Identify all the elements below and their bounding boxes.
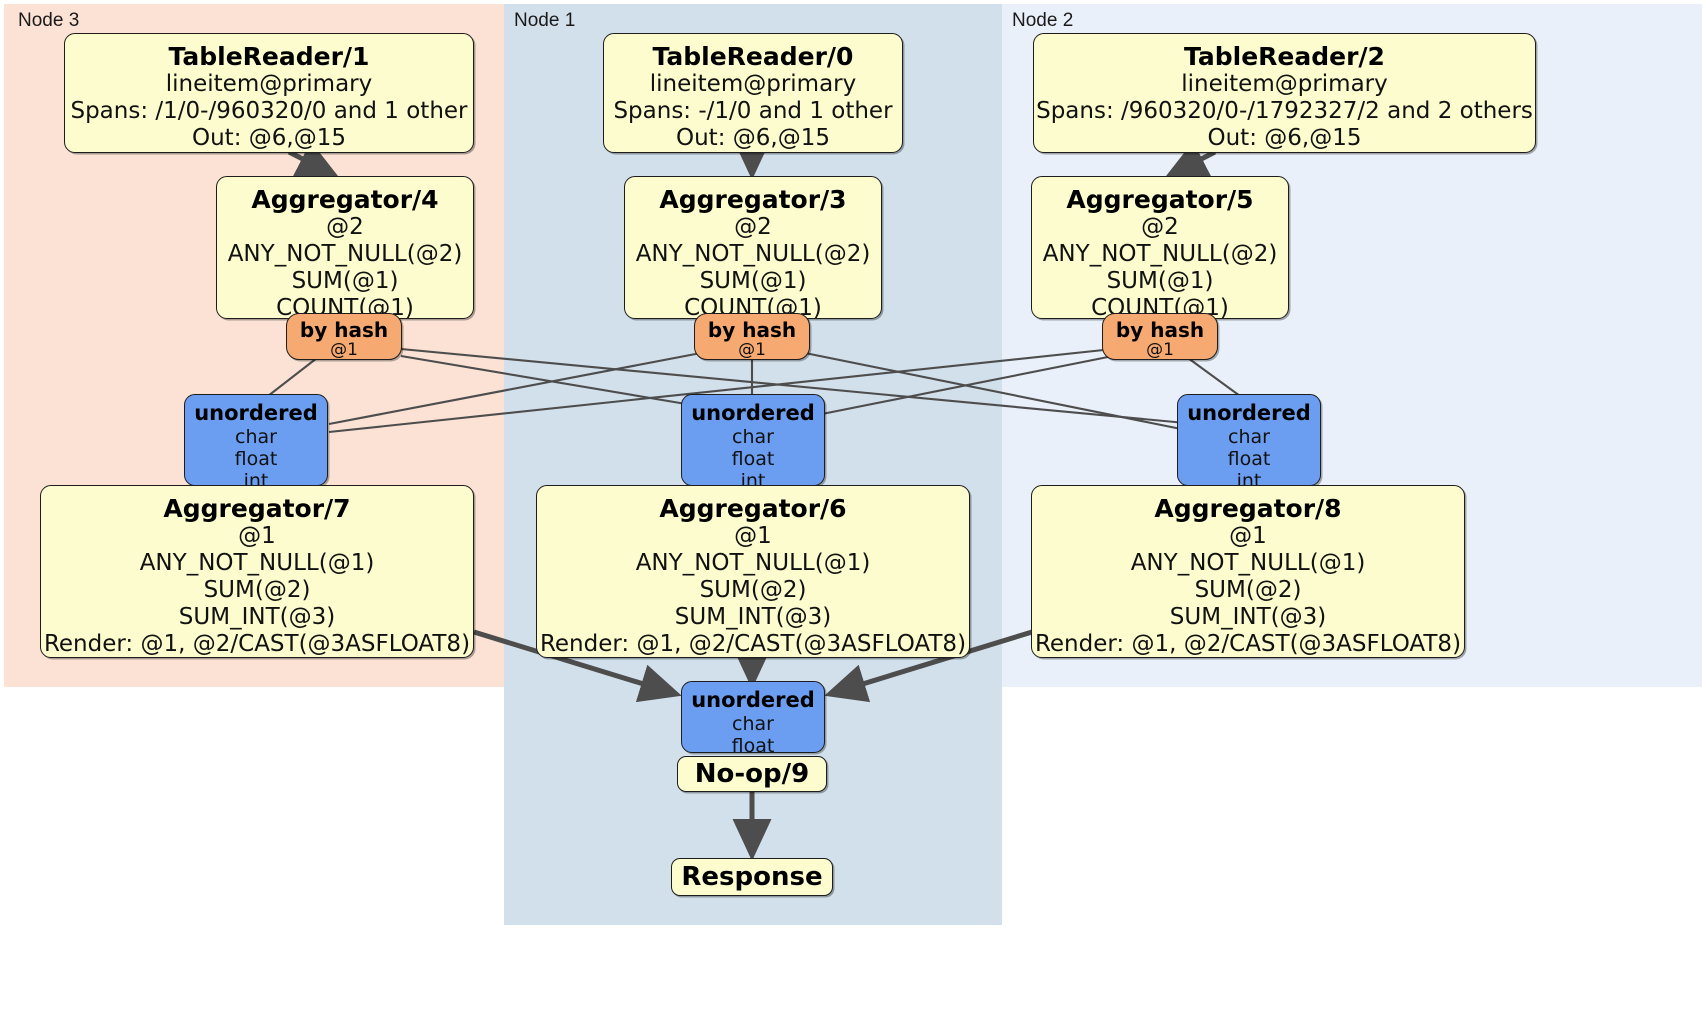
processor-detail: Render: @1, @2/CAST(@3ASFLOAT8): [1034, 630, 1462, 657]
processor-table-reader-0[interactable]: TableReader/0 lineitem@primary Spans: -/…: [603, 33, 903, 153]
processor-detail: SUM(@2): [203, 576, 311, 603]
processor-detail: SUM(@2): [1194, 576, 1302, 603]
processor-title: TableReader/1: [168, 42, 370, 71]
receiver-unordered-final[interactable]: unordered char float: [681, 681, 825, 757]
processor-detail: Out: @6,@15: [676, 124, 830, 151]
receiver-title: unordered: [691, 688, 815, 712]
edge-hashleft-to-unordered-right: [400, 347, 1197, 426]
processor-detail: @1: [734, 523, 772, 549]
processor-detail: Spans: /1/0-/960320/0 and 1 other: [70, 97, 468, 124]
receiver-detail: char: [732, 712, 774, 735]
router-by-hash-right[interactable]: by hash @1: [1102, 313, 1218, 360]
processor-title: TableReader/2: [1184, 42, 1385, 71]
processor-detail: Render: @1, @2/CAST(@3ASFLOAT8): [539, 630, 967, 657]
processor-detail: @2: [1141, 214, 1179, 240]
processor-detail: SUM_INT(@3): [178, 603, 336, 630]
edge-hashcenter-to-unordered-right: [799, 350, 1197, 434]
router-by-hash-left[interactable]: by hash @1: [286, 313, 402, 360]
processor-title: Aggregator/8: [1154, 494, 1342, 523]
processor-title: No-op/9: [694, 759, 810, 789]
node-panel-label-node2: Node 2: [1012, 10, 1074, 31]
processor-detail: lineitem@primary: [649, 71, 857, 97]
processor-aggregator-6[interactable]: Aggregator/6 @1 ANY_NOT_NULL(@1) SUM(@2)…: [536, 485, 970, 658]
processor-aggregator-7[interactable]: Aggregator/7 @1 ANY_NOT_NULL(@1) SUM(@2)…: [40, 485, 474, 658]
processor-aggregator-4[interactable]: Aggregator/4 @2 ANY_NOT_NULL(@2) SUM(@1)…: [216, 176, 474, 321]
processor-detail: SUM_INT(@3): [674, 603, 832, 630]
router-title: by hash: [299, 318, 389, 342]
processor-response[interactable]: Response: [671, 858, 833, 896]
processor-detail: @1: [1229, 523, 1267, 549]
processor-detail: Spans: -/1/0 and 1 other: [613, 97, 893, 124]
receiver-title: unordered: [1187, 401, 1311, 425]
router-title: by hash: [707, 318, 797, 342]
edge-aggregator7-to-unordered-final: [473, 629, 682, 703]
processor-table-reader-2[interactable]: TableReader/2 lineitem@primary Spans: /9…: [1033, 33, 1536, 153]
receiver-detail: float: [234, 447, 278, 470]
processor-aggregator-3[interactable]: Aggregator/3 @2 ANY_NOT_NULL(@2) SUM(@1)…: [624, 176, 882, 321]
edge-hashleft-to-unordered-center: [400, 354, 687, 406]
processor-title: Aggregator/4: [251, 185, 439, 214]
processor-detail: ANY_NOT_NULL(@1): [635, 549, 871, 576]
router-title: by hash: [1115, 318, 1205, 342]
receiver-detail: char: [732, 425, 774, 448]
edge-hashcenter-to-unordered-left: [328, 350, 707, 426]
processor-detail: Out: @6,@15: [192, 124, 346, 151]
router-by-hash-center[interactable]: by hash @1: [694, 313, 810, 360]
processor-detail: @2: [734, 214, 772, 240]
processor-aggregator-5[interactable]: Aggregator/5 @2 ANY_NOT_NULL(@2) SUM(@1)…: [1031, 176, 1289, 321]
edge-hashleft-to-unordered-left: [267, 357, 318, 397]
node-panel-label-node1: Node 1: [514, 10, 576, 31]
node-panel-label-node3: Node 3: [18, 10, 80, 31]
processor-detail: Render: @1, @2/CAST(@3ASFLOAT8): [43, 630, 471, 657]
edge-hashright-to-unordered-left: [328, 347, 1114, 434]
receiver-unordered-right[interactable]: unordered char float int: [1177, 394, 1321, 492]
processor-detail: ANY_NOT_NULL(@2): [635, 240, 871, 267]
receiver-detail: float: [1227, 447, 1271, 470]
processor-title: Response: [681, 862, 823, 892]
processor-detail: lineitem@primary: [165, 71, 373, 97]
processor-detail: lineitem@primary: [1181, 71, 1388, 97]
processor-detail: ANY_NOT_NULL(@1): [1130, 549, 1366, 576]
processor-detail: SUM(@1): [699, 267, 807, 294]
receiver-unordered-left[interactable]: unordered char float int: [184, 394, 328, 492]
edge-aggregator8-to-unordered-final: [824, 629, 1033, 703]
router-detail: @1: [738, 340, 766, 360]
processor-title: Aggregator/7: [163, 494, 351, 523]
router-detail: @1: [330, 340, 358, 360]
processor-title: Aggregator/5: [1066, 185, 1254, 214]
processor-detail: @2: [326, 214, 364, 240]
processor-detail: SUM(@2): [699, 576, 807, 603]
processor-detail: Out: @6,@15: [1207, 124, 1362, 151]
processor-detail: @1: [238, 523, 276, 549]
processor-detail: ANY_NOT_NULL(@2): [227, 240, 463, 267]
processor-detail: ANY_NOT_NULL(@1): [139, 549, 375, 576]
processor-title: Aggregator/6: [659, 494, 847, 523]
processor-noop-9[interactable]: No-op/9: [677, 756, 827, 792]
receiver-detail: float: [731, 447, 775, 470]
receiver-title: unordered: [691, 401, 815, 425]
processor-table-reader-1[interactable]: TableReader/1 lineitem@primary Spans: /1…: [64, 33, 474, 153]
processor-title: TableReader/0: [652, 42, 854, 71]
edge-hashright-to-unordered-center: [821, 354, 1114, 416]
router-detail: @1: [1146, 340, 1174, 360]
receiver-detail: char: [235, 425, 277, 448]
processor-detail: Spans: /960320/0-/1792327/2 and 2 others: [1036, 97, 1533, 124]
edge-tablereader2-to-aggregator5: [1164, 141, 1217, 178]
processor-detail: ANY_NOT_NULL(@2): [1042, 240, 1278, 267]
edge-hashright-to-unordered-right: [1187, 357, 1241, 397]
processor-detail: SUM(@1): [291, 267, 399, 294]
processor-detail: SUM(@1): [1106, 267, 1214, 294]
edge-tablereader1-to-aggregator4: [287, 141, 340, 178]
processor-detail: SUM_INT(@3): [1169, 603, 1327, 630]
processor-aggregator-8[interactable]: Aggregator/8 @1 ANY_NOT_NULL(@1) SUM(@2)…: [1031, 485, 1465, 658]
receiver-title: unordered: [194, 401, 318, 425]
processor-title: Aggregator/3: [659, 185, 847, 214]
receiver-detail: char: [1228, 425, 1270, 448]
receiver-detail: float: [731, 734, 775, 757]
receiver-unordered-center[interactable]: unordered char float int: [681, 394, 825, 492]
